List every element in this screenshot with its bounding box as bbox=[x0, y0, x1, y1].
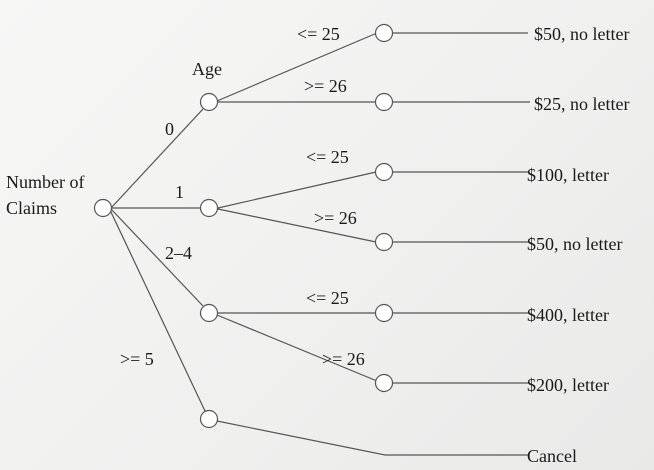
edge-claims1-age-ge26 bbox=[217, 208, 377, 243]
leaf-node-2 bbox=[374, 92, 394, 112]
age-branch-claims24-le25-label: <= 25 bbox=[306, 288, 349, 308]
root-label-line-1: Number of bbox=[6, 172, 84, 192]
edge-claims1-age-le25 bbox=[217, 171, 377, 209]
age-branch-claims1-le25-label: <= 25 bbox=[306, 147, 349, 167]
edge-root-claims-5 bbox=[109, 209, 206, 412]
outcome-label-3: $100, letter bbox=[527, 165, 609, 185]
edge-outcome-cancel bbox=[216, 420, 528, 456]
edge-root-claims-2-4 bbox=[110, 208, 204, 307]
outcome-label-6: $200, letter bbox=[527, 375, 609, 395]
leaf-node-5 bbox=[374, 303, 394, 323]
edge-claims0-age-le25 bbox=[216, 32, 378, 102]
leaf-node-4 bbox=[374, 232, 394, 252]
claims-branch-1-label: 1 bbox=[175, 182, 184, 202]
age-node-claims-0 bbox=[199, 92, 219, 112]
claims-branch-0-label: 0 bbox=[165, 119, 174, 139]
claims-branch-2-4-label: 2–4 bbox=[165, 243, 192, 263]
age-node-claims-2-4 bbox=[199, 303, 219, 323]
leaf-node-6 bbox=[374, 373, 394, 393]
root-label-line-2: Claims bbox=[6, 198, 57, 218]
age-node-claims-1 bbox=[199, 198, 219, 218]
leaf-node-1 bbox=[374, 23, 394, 43]
age-branch-claims24-ge26-label: >= 26 bbox=[322, 349, 365, 369]
outcome-label-4: $50, no letter bbox=[527, 234, 622, 254]
outcome-label-cancel: Cancel bbox=[527, 446, 577, 466]
leaf-node-3 bbox=[374, 162, 394, 182]
claims-branch-5-label: >= 5 bbox=[120, 349, 154, 369]
outcome-label-1: $50, no letter bbox=[534, 24, 629, 44]
age-branch-claims1-ge26-label: >= 26 bbox=[314, 208, 357, 228]
age-branch-claims0-le25-label: <= 25 bbox=[297, 24, 340, 44]
edge-claims24-age-ge26 bbox=[216, 314, 378, 382]
root-node bbox=[93, 198, 113, 218]
cancel-node-claims-5 bbox=[199, 409, 219, 429]
edge-root-claims-0 bbox=[110, 108, 204, 209]
outcome-label-2: $25, no letter bbox=[534, 94, 629, 114]
outcome-label-5: $400, letter bbox=[527, 305, 609, 325]
age-branch-claims0-ge26-label: >= 26 bbox=[304, 76, 347, 96]
age-label: Age bbox=[192, 59, 222, 79]
